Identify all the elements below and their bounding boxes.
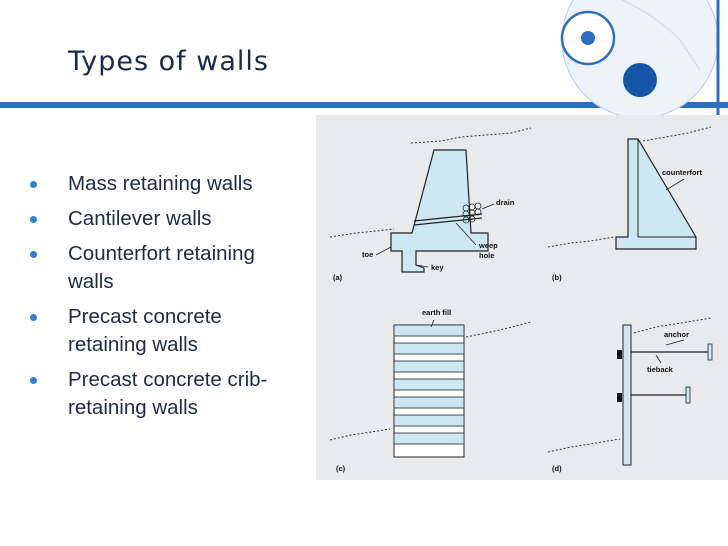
panel-a-tag: (a) — [333, 273, 343, 282]
sheet-pile — [622, 324, 632, 466]
label-anchor: anchor — [664, 330, 689, 339]
bullet-line: Cantilever walls — [68, 207, 212, 230]
weep-hole-pipe — [413, 213, 483, 222]
anchor-plate — [617, 393, 622, 402]
deco-dot-large — [623, 63, 657, 97]
panel-c: earth fill (c) — [329, 308, 532, 473]
leader-line — [375, 246, 392, 256]
ground-line — [410, 127, 532, 144]
leader-line — [655, 354, 662, 364]
ground-line — [329, 228, 395, 238]
drain-gravel — [462, 202, 482, 224]
header-band — [0, 102, 728, 108]
label-counterfort: counterfort — [662, 168, 703, 177]
header-decoration — [0, 0, 728, 125]
slide-title: Types of walls — [68, 46, 269, 77]
panel-c-tag: (c) — [336, 464, 346, 473]
label-earth-fill: earth fill — [422, 308, 451, 317]
bullet-line: retaining walls — [68, 396, 198, 419]
weep-hole-pipe — [413, 217, 483, 226]
panel-b: counterfort (b) — [547, 126, 712, 282]
bullet-line: Precast concrete crib- — [68, 368, 268, 391]
bullet-line: Counterfort retaining — [68, 242, 255, 265]
label-drain: drain — [496, 198, 515, 207]
ground-line — [547, 236, 615, 248]
label-hole: hole — [479, 251, 494, 260]
bullet-item: Precast concrete retaining walls — [18, 303, 318, 359]
bullet-item: Mass retaining walls — [18, 170, 318, 198]
leader-line — [415, 264, 429, 268]
bullet-line: Mass retaining walls — [68, 172, 253, 195]
counterfort-wall — [615, 138, 697, 250]
leader-line — [455, 222, 477, 246]
leader-line — [481, 203, 495, 210]
deco-arc — [620, 0, 701, 71]
panel-d: anchor tieback (d) — [547, 317, 713, 473]
label-tieback: tieback — [647, 365, 674, 374]
bullet-item: Cantilever walls — [18, 205, 318, 233]
anchor-block — [707, 343, 713, 361]
bullet-line: retaining walls — [68, 333, 198, 356]
bullet-icon — [30, 377, 37, 384]
precast-layers — [393, 324, 465, 445]
gravity-wall — [390, 149, 489, 273]
label-key: key — [431, 263, 444, 272]
retaining-wall-figure: drain weep hole toe key (a) counterfort … — [316, 115, 728, 480]
bullet-line: Precast concrete — [68, 305, 222, 328]
bullet-icon — [30, 314, 37, 321]
label-weep: weep — [478, 241, 498, 250]
anchor-plate — [617, 350, 622, 359]
panel-d-tag: (d) — [552, 464, 562, 473]
leader-line — [665, 339, 685, 346]
label-toe: toe — [362, 250, 373, 259]
bullet-icon — [30, 181, 37, 188]
anchor-block — [685, 386, 691, 404]
bullet-icon — [30, 251, 37, 258]
bullet-item: Precast concrete crib- retaining walls — [18, 366, 318, 422]
ground-line — [547, 438, 621, 453]
bullet-line: walls — [68, 270, 114, 293]
panel-a: drain weep hole toe key (a) — [329, 127, 532, 282]
deco-dot-small — [581, 31, 595, 45]
ground-line — [642, 126, 712, 142]
bullet-item: Counterfort retaining walls — [18, 240, 318, 296]
panel-b-tag: (b) — [552, 273, 562, 282]
bullet-icon — [30, 216, 37, 223]
leader-line — [665, 178, 685, 191]
leader-line — [430, 319, 435, 328]
bullet-list: Mass retaining walls Cantilever walls Co… — [18, 170, 318, 429]
